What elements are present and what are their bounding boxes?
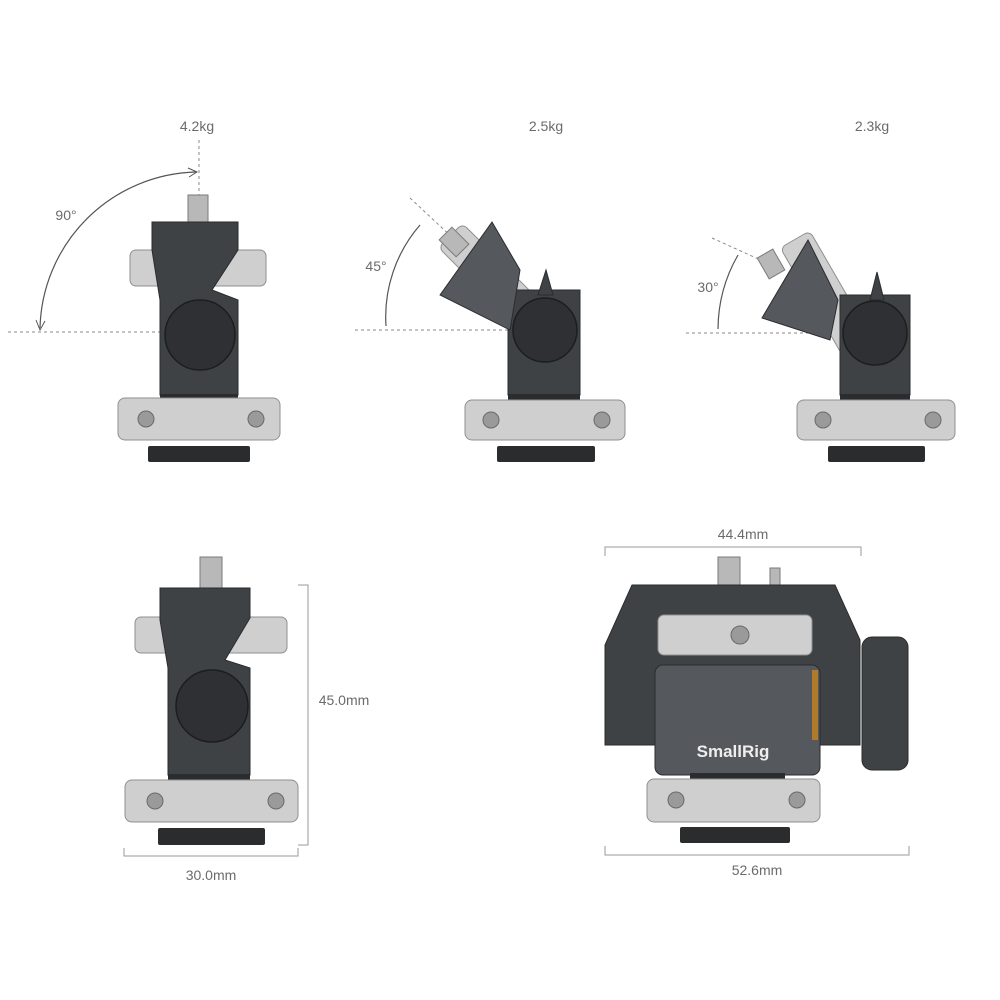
locking-ring xyxy=(464,399,626,441)
mount-view-30: 2.3kg 30° xyxy=(686,118,956,462)
knob-hole xyxy=(730,625,750,645)
ring-hole xyxy=(924,411,942,429)
cold-shoe-foot xyxy=(828,446,925,462)
tilt-reference-line xyxy=(711,237,766,263)
mount-neck xyxy=(690,773,785,781)
top-width-label: 44.4mm xyxy=(718,526,769,542)
ring-hole xyxy=(667,791,685,809)
ring-hole xyxy=(814,411,832,429)
top-width-dimension-line xyxy=(604,546,862,556)
screw-icon xyxy=(438,226,470,258)
angle-arc xyxy=(717,254,739,330)
ring-hole xyxy=(137,410,155,428)
tilt-head xyxy=(761,238,839,341)
mount-view-90: 4.2kg 90° xyxy=(8,118,281,462)
screw-icon xyxy=(199,556,223,590)
mount-front-view: 44.4mm SmallRig 52.6mm xyxy=(604,526,910,878)
screw-icon xyxy=(756,248,786,280)
ring-hole xyxy=(267,792,285,810)
cold-shoe-foot xyxy=(148,446,250,462)
ring-hole xyxy=(788,791,806,809)
bottom-width-dimension-line xyxy=(604,846,910,856)
load-label: 2.5kg xyxy=(529,118,563,134)
angle-arc xyxy=(385,224,421,327)
ring-hole xyxy=(247,410,265,428)
bottom-width-label: 52.6mm xyxy=(732,862,783,878)
height-label: 45.0mm xyxy=(319,692,370,708)
arrow-icon xyxy=(35,319,46,332)
tab xyxy=(537,268,554,296)
locking-ring xyxy=(117,397,281,441)
width-dimension-line xyxy=(123,848,299,857)
width-label: 30.0mm xyxy=(186,867,237,883)
tilt-knob xyxy=(175,669,249,743)
angle-label: 45° xyxy=(365,258,386,274)
smallrig-logo: SmallRig xyxy=(697,742,770,761)
ring-hole xyxy=(593,411,611,429)
mount-neck xyxy=(508,394,580,402)
mount-view-45: 2.5kg 45° xyxy=(355,118,626,462)
side-tilt-knob xyxy=(861,636,909,771)
ring-hole xyxy=(482,411,500,429)
tilt-reference-line xyxy=(409,197,456,241)
anti-twist-pin xyxy=(769,567,781,587)
mount-neck xyxy=(840,394,910,402)
ring-hole xyxy=(146,792,164,810)
mount-side-view: 45.0mm 30.0mm xyxy=(123,556,370,883)
locking-ring xyxy=(124,779,299,823)
tilt-knob xyxy=(512,297,578,363)
load-label: 4.2kg xyxy=(180,118,214,134)
arrow-icon xyxy=(187,167,199,178)
angle-label: 90° xyxy=(55,207,76,223)
mount-neck xyxy=(168,774,250,782)
cold-shoe-foot xyxy=(680,827,790,843)
locking-ring xyxy=(796,399,956,441)
accent-washer xyxy=(812,670,818,740)
screw-icon xyxy=(187,194,209,226)
tilt-knob xyxy=(164,299,236,371)
height-dimension-line xyxy=(298,584,309,846)
tilt-head xyxy=(439,221,521,331)
load-label: 2.3kg xyxy=(855,118,889,134)
screw-icon xyxy=(717,556,741,588)
tilt-knob xyxy=(842,300,908,366)
locking-ring xyxy=(646,778,821,823)
tab xyxy=(869,271,885,301)
cold-shoe-foot xyxy=(158,828,265,845)
angle-label: 30° xyxy=(697,279,718,295)
angle-arc xyxy=(39,171,197,329)
cold-shoe-foot xyxy=(497,446,595,462)
